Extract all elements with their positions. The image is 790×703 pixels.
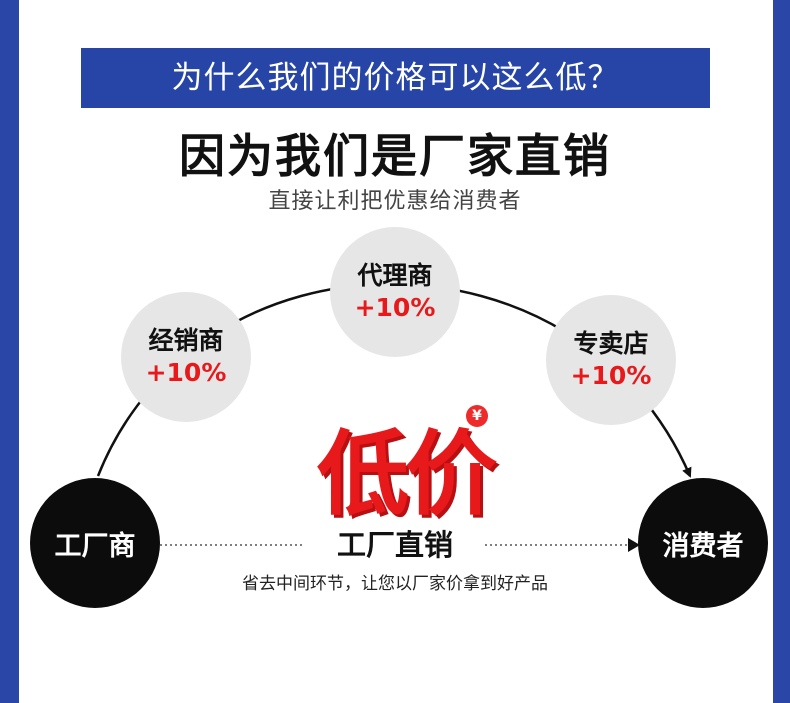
middleman-name: 代理商	[357, 260, 433, 290]
middleman-store: 专卖店 +10%	[546, 295, 676, 425]
middleman-distributor: 经销商 +10%	[121, 292, 251, 422]
question-banner: 为什么我们的价格可以这么低？	[81, 48, 710, 108]
subheadline: 直接让利把优惠给消费者	[268, 189, 522, 214]
direct-sale-label: 工厂直销	[305, 522, 485, 568]
headline: 因为我们是厂家直销	[179, 129, 611, 183]
markup-percent: +10%	[570, 361, 652, 390]
consumer-node: 消费者	[638, 478, 768, 608]
middleman-agent: 代理商 +10%	[330, 227, 460, 357]
caption: 省去中间环节，让您以厂家价拿到好产品	[242, 574, 548, 594]
direct-arrowhead	[628, 538, 640, 552]
low-price-title: 低价	[316, 421, 497, 528]
markup-percent: +10%	[354, 293, 436, 322]
middleman-name: 专卖店	[573, 328, 649, 358]
yen-icon: ¥	[466, 405, 488, 427]
markup-percent: +10%	[145, 358, 227, 387]
factory-node: 工厂商	[30, 478, 160, 608]
middleman-name: 经销商	[148, 325, 224, 355]
